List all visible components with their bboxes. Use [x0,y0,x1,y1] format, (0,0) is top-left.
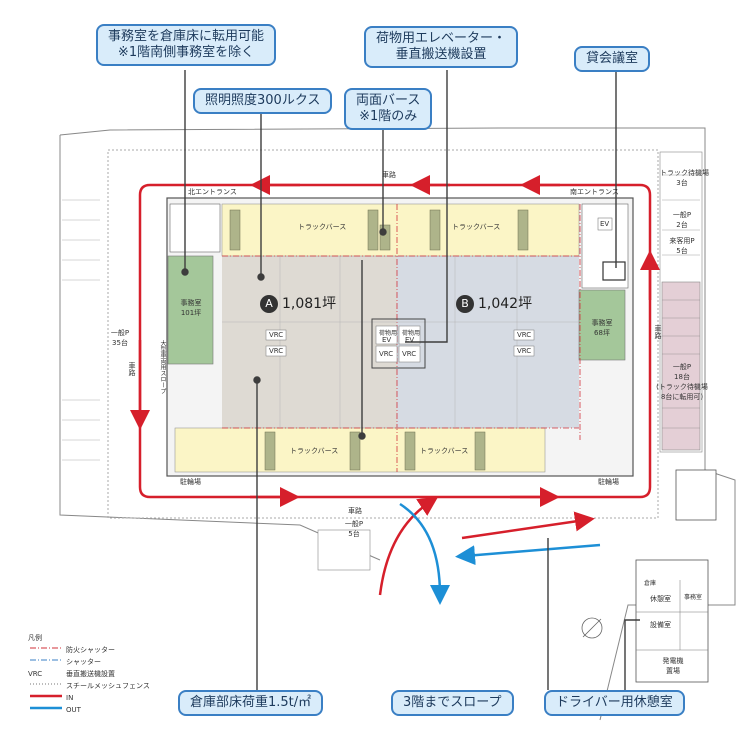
road-label-right: 車路 [654,325,662,339]
ev-label-center: EV [382,336,392,344]
stair-core-south [581,203,629,289]
callout-lighting: 照明照度300ルクス [193,88,333,114]
legend-item: IN [66,694,74,702]
callout-rental-room: 貸会議室 [574,46,651,72]
truck-berth-label: トラックバース [290,447,339,455]
legend-item: OUT [66,706,81,714]
column-grid [222,256,579,428]
freight-ev-label: 荷物用 [402,330,421,337]
zone-b-area: 1,042坪 [478,296,533,312]
lounge-label: 休憩室 [650,595,671,603]
stair-core-north [169,203,221,253]
ev-label-south: EV [600,220,610,228]
road-label-bottom: 車路 [348,507,362,515]
steel-fence [107,149,659,519]
legend-swatches [30,647,62,710]
vrc-label: VRC [269,347,284,355]
office-right-area [578,289,626,361]
driver-lounge-building [635,559,709,683]
office-left-area [167,255,214,365]
vrc-label: VRC [517,331,532,339]
zone-a-area: 1,081坪 [282,296,337,312]
ramp-label: 大型車両用スロープ [159,340,166,394]
legend-item: シャッター [66,658,101,666]
rental-room-box [602,261,626,281]
lounge-annex-upper [675,469,717,521]
callout-driver-lounge: ドライバー用休憩室 [544,690,685,716]
in-traffic-loop [138,183,652,499]
elevator-core [371,318,426,369]
freight-ev-label: 荷物用 [379,330,398,337]
road-label-left: 車路 [128,362,136,376]
truck-icons-bottom [264,431,486,471]
callout-double-berth: 両面バース※1階のみ [344,88,433,130]
truck-berth-label: トラックバース [452,223,501,231]
vrc-label: VRC [269,331,284,339]
parking-truck-convertible [661,281,701,451]
generator-label: 発電機置場 [662,657,684,675]
in-ramp-arrow [378,496,439,596]
vrc-label: VRC [379,350,394,358]
parking-5-block [317,529,371,571]
office-small-label: 事務室 [684,594,703,601]
in-lane-arrow [461,511,595,540]
legend-item: 防火シャッター [66,646,115,654]
legend-title: 凡例 [28,634,42,642]
truck-berth-label: トラックバース [298,223,347,231]
zone-a-floor [222,256,397,428]
bike-parking-right: 駐輪場 [598,478,619,486]
vrc-label: VRC [517,347,532,355]
zone-b-badge: B [456,295,474,313]
callout-leaders [181,68,640,690]
callout-office-convert: 事務室を倉庫床に転用可能※1階南側事務室を除く [96,24,277,66]
road-label-top: 車路 [382,171,396,179]
out-lane-arrow [455,543,601,566]
north-entrance-label: 北エントランス [188,188,237,196]
storage-label: 倉庫 [644,580,657,587]
bike-parking-left: 駐輪場 [180,478,201,486]
legend-item: スチールメッシュフェンス [66,682,150,690]
left-parking-lines [62,199,100,461]
truck-berth-label: トラックバース [420,447,469,455]
ev-label-center: EV [405,336,415,344]
truck-icons-top [229,209,529,251]
out-ramp-arrow [399,502,450,605]
vrc-label: VRC [402,350,417,358]
north-arrow-icon [581,617,603,639]
callout-freight-elevator: 荷物用エレベーター・垂直搬送機設置 [364,26,519,68]
zone-a-badge: A [260,295,278,313]
south-entrance-label: 南エントランス [570,188,619,196]
equipment-room-label: 設備室 [650,621,671,629]
callout-slope: 3階までスロープ [391,690,514,716]
callout-floor-load: 倉庫部床荷重1.5t/㎡ [178,690,324,716]
